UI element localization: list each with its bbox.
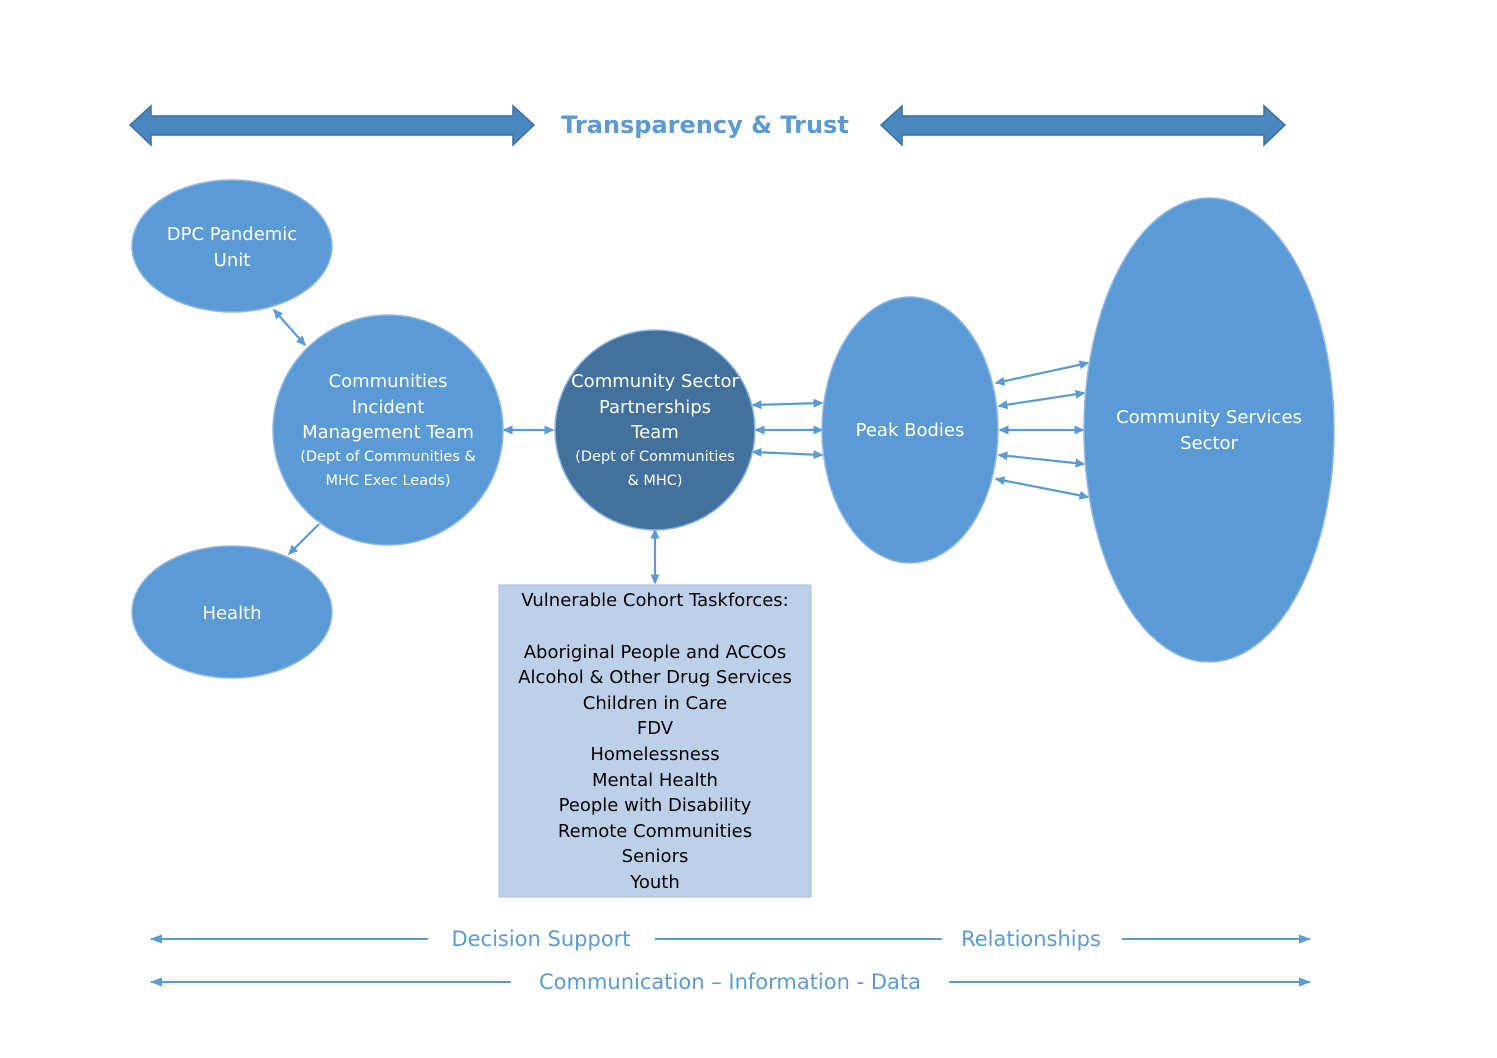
cspt-label-line-2: Partnerships	[599, 397, 711, 418]
taskforce-item: People with Disability	[559, 795, 752, 816]
transparency-trust-title: Transparency & Trust	[561, 111, 849, 139]
peak-css-connector-2	[997, 389, 1086, 410]
taskforce-item: Seniors	[622, 846, 689, 867]
cspt-label-line-3: Team	[630, 422, 679, 443]
cimt-label-line-1: Communities	[329, 371, 448, 392]
node-community-sector-partnerships-team: Community Sector Partnerships Team (Dept…	[554, 329, 756, 531]
taskforce-item: Homelessness	[590, 744, 719, 765]
cimt-sub-line-2: MHC Exec Leads)	[326, 473, 451, 489]
relationships-label: Relationships	[961, 927, 1101, 951]
right-banner-double-arrow	[879, 104, 1287, 147]
left-banner-double-arrow	[128, 104, 536, 147]
taskforce-item: Youth	[629, 872, 680, 893]
node-peak-bodies: Peak Bodies	[821, 296, 999, 564]
node-communities-incident-management-team: Communities Incident Management Team (De…	[272, 314, 504, 546]
cspt-sub-line-2: & MHC)	[627, 473, 682, 489]
connectors	[273, 308, 1090, 585]
node-dpc-pandemic-unit: DPC Pandemic Unit	[131, 179, 333, 313]
cimt-health-connector	[287, 523, 320, 556]
decision-support-label: Decision Support	[451, 927, 630, 951]
peak-css-connector-4	[997, 451, 1086, 468]
communication-label: Communication – Information - Data	[539, 970, 921, 994]
decision-relationships-band: Decision Support Relationships	[150, 927, 1311, 951]
peak-css-connector-5	[994, 476, 1090, 500]
health-label: Health	[202, 603, 261, 624]
vulnerable-cohort-taskforces-box: Vulnerable Cohort Taskforces: Aboriginal…	[498, 584, 812, 898]
taskforce-item: Mental Health	[592, 770, 718, 791]
node-community-services-sector: Community Services Sector	[1083, 197, 1335, 663]
peak-bodies-label: Peak Bodies	[856, 420, 965, 441]
dpc-label-line-2: Unit	[214, 250, 251, 271]
taskforce-item: Remote Communities	[558, 821, 752, 842]
cspt-peak-connector-3	[751, 447, 824, 460]
dpc-label-line-1: DPC Pandemic	[167, 224, 297, 245]
taskforces-title: Vulnerable Cohort Taskforces:	[521, 590, 788, 611]
taskforce-item: Alcohol & Other Drug Services	[518, 667, 792, 688]
taskforce-item: Aboriginal People and ACCOs	[524, 642, 787, 663]
node-health: Health	[131, 545, 333, 679]
dpc-cimt-connector	[273, 308, 306, 347]
cspt-peak-connector-1	[751, 398, 824, 410]
cspt-label-line-1: Community Sector	[571, 371, 739, 392]
css-label-line-1: Community Services	[1116, 407, 1302, 428]
peak-css-connector-1	[994, 360, 1090, 386]
cimt-label-line-2: Incident	[352, 397, 425, 418]
cimt-sub-line-1: (Dept of Communities &	[300, 449, 476, 465]
css-label-line-2: Sector	[1180, 433, 1238, 454]
cimt-label-line-3: Management Team	[302, 422, 474, 443]
taskforce-item: Children in Care	[583, 693, 727, 714]
communication-band: Communication – Information - Data	[150, 970, 1311, 994]
taskforce-item: FDV	[637, 718, 674, 739]
cspt-sub-line-1: (Dept of Communities	[575, 449, 735, 465]
